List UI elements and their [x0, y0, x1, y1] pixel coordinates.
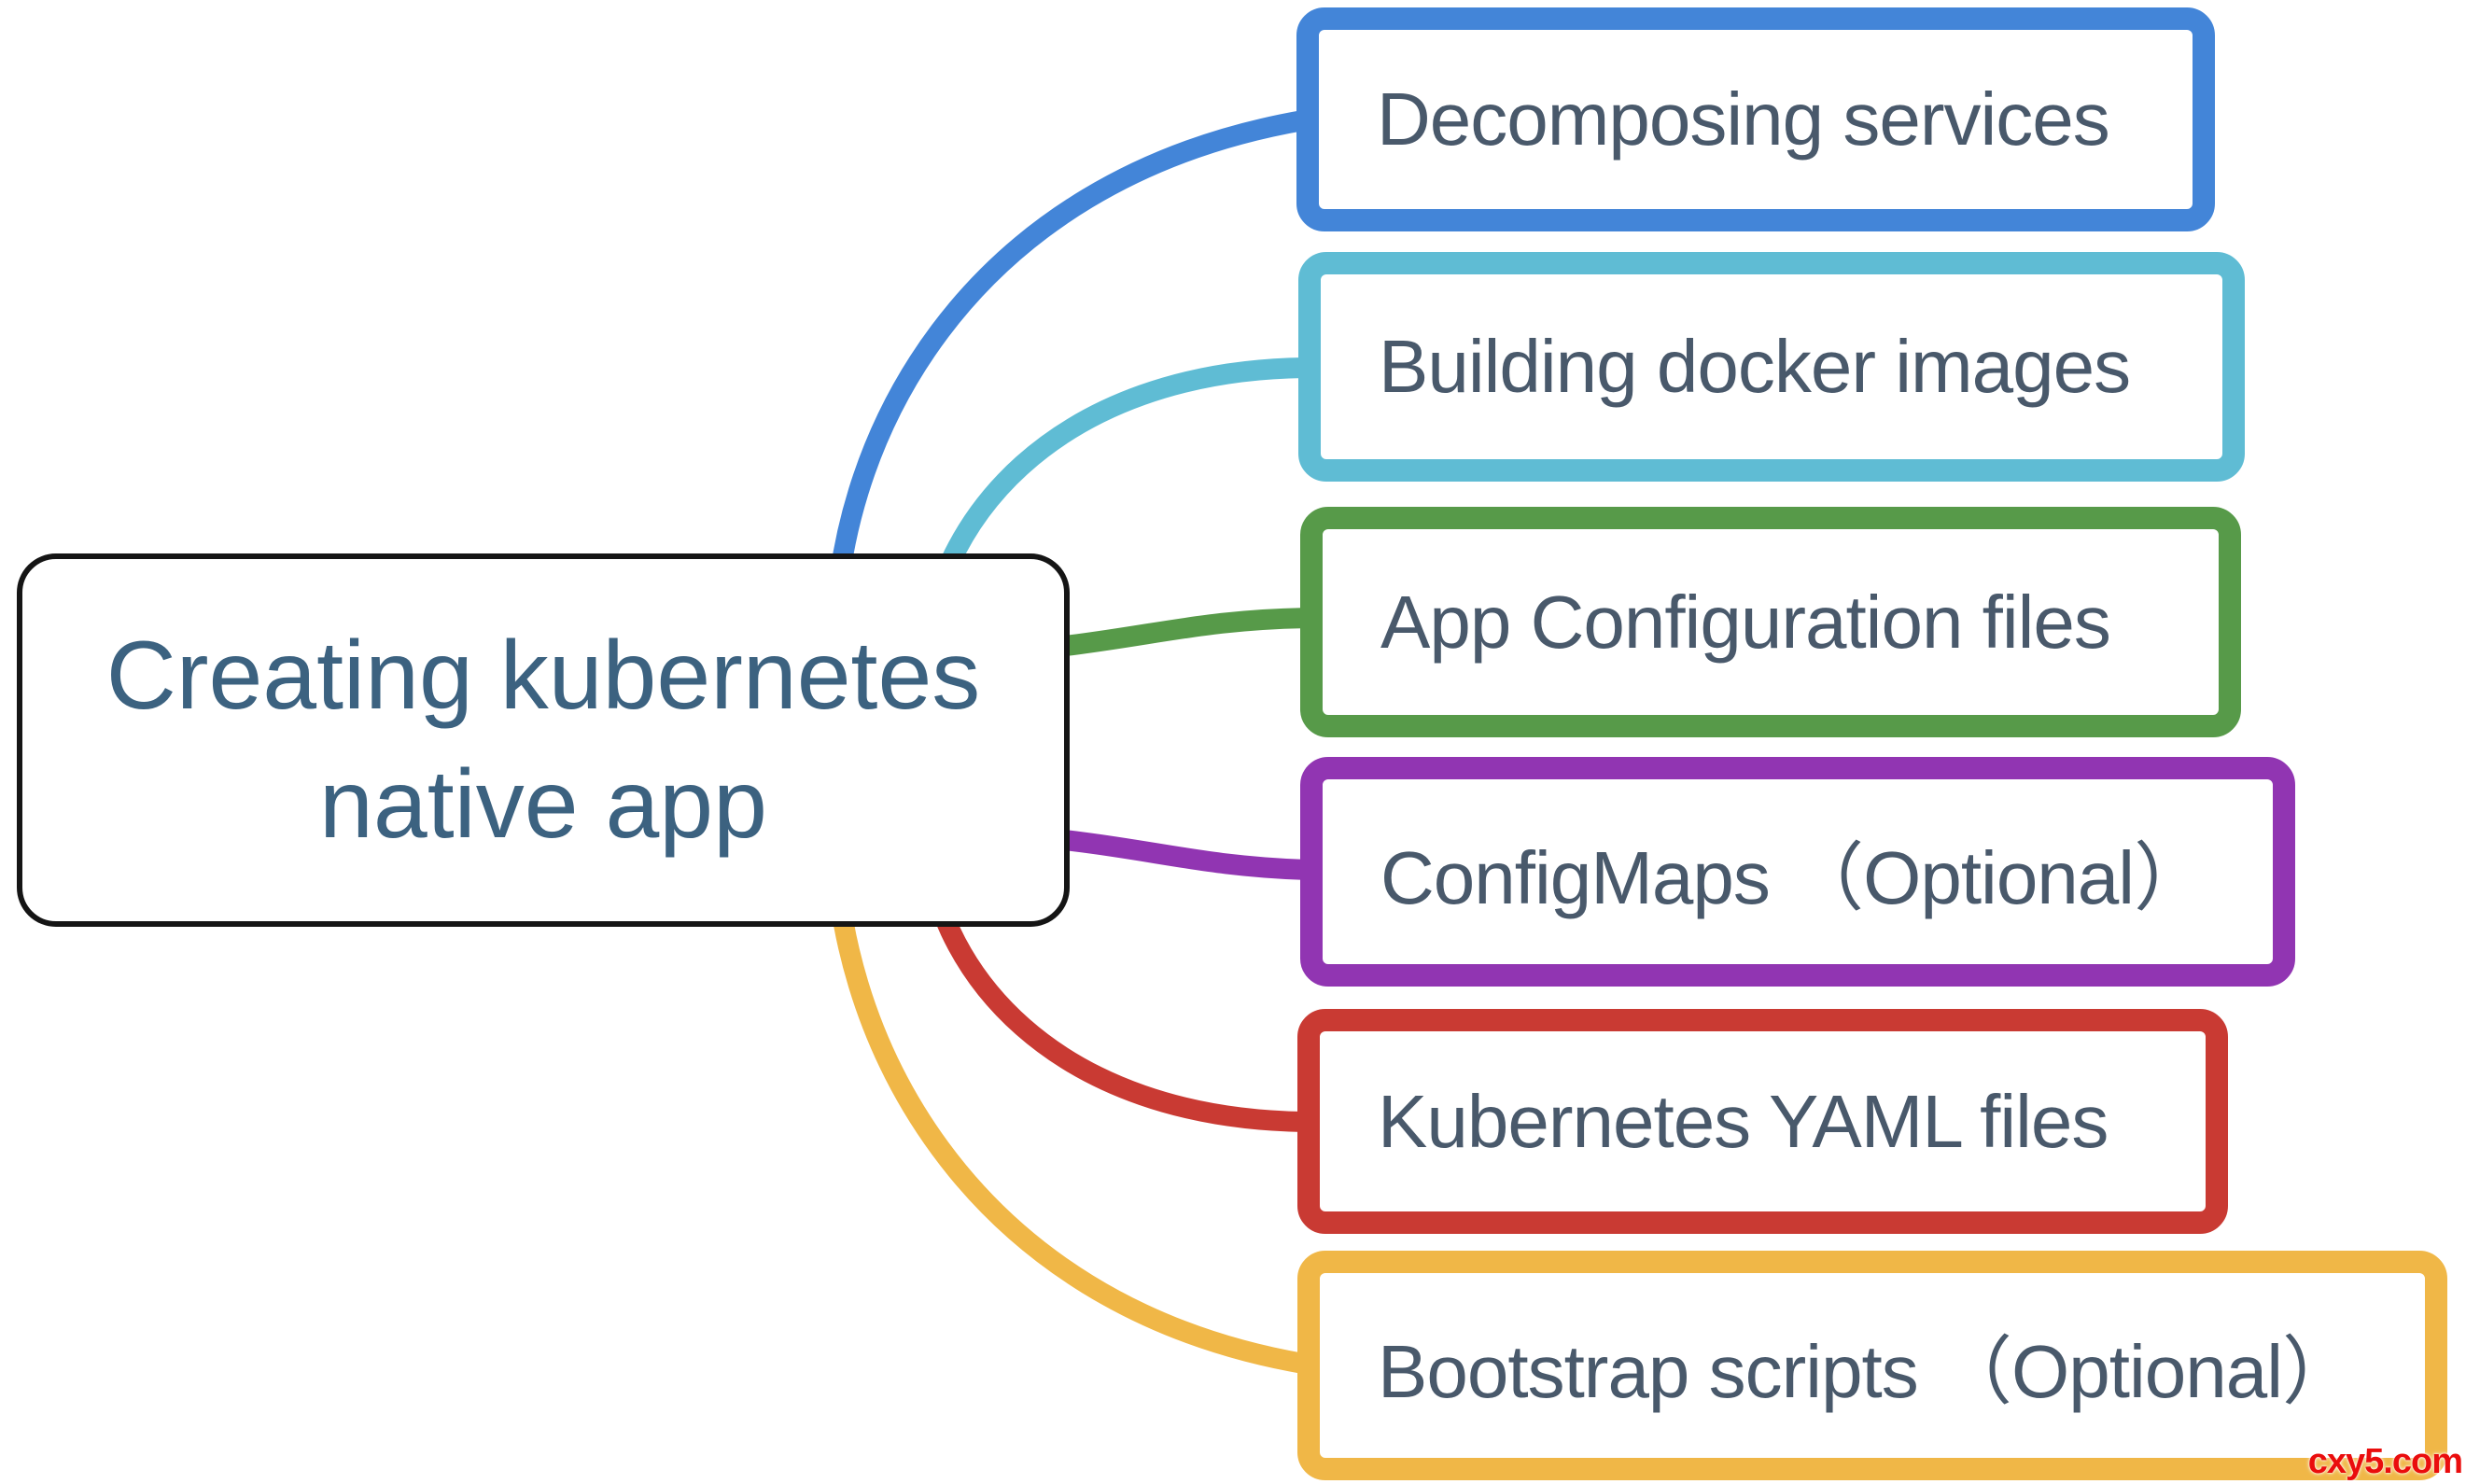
branch-node-kubernetes-yaml-files[interactable]: Kubernetes YAML files [1297, 1009, 2228, 1234]
branch-label-building-docker-images: Building docker images [1379, 325, 2131, 408]
watermark-text: cxy5.com [2307, 1442, 2463, 1481]
branch-label-app-configuration-files: App Configuration files [1380, 580, 2111, 664]
central-topic-label-line1: Creating kubernetes [105, 621, 981, 730]
branch-node-app-configuration-files[interactable]: App Configuration files [1300, 507, 2241, 737]
branch-node-building-docker-images[interactable]: Building docker images [1298, 252, 2245, 482]
branch-node-decomposing-services[interactable]: Decomposing services [1296, 7, 2215, 231]
central-topic-node[interactable]: Creating kubernetes native app [17, 553, 1070, 927]
branch-label-configmaps-optional: ConfigMaps （Optional） [1380, 836, 2208, 919]
branch-node-bootstrap-scripts-optional[interactable]: Bootstrap scripts （Optional） [1297, 1251, 2447, 1480]
central-topic-label: Creating kubernetes native app [106, 611, 981, 870]
branch-label-kubernetes-yaml-files: Kubernetes YAML files [1378, 1079, 2109, 1163]
branch-node-configmaps-optional[interactable]: ConfigMaps （Optional） [1300, 757, 2295, 987]
branch-label-bootstrap-scripts-optional: Bootstrap scripts （Optional） [1378, 1330, 2357, 1413]
central-topic-label-line2: native app [319, 750, 767, 859]
branch-label-decomposing-services: Decomposing services [1377, 77, 2110, 161]
